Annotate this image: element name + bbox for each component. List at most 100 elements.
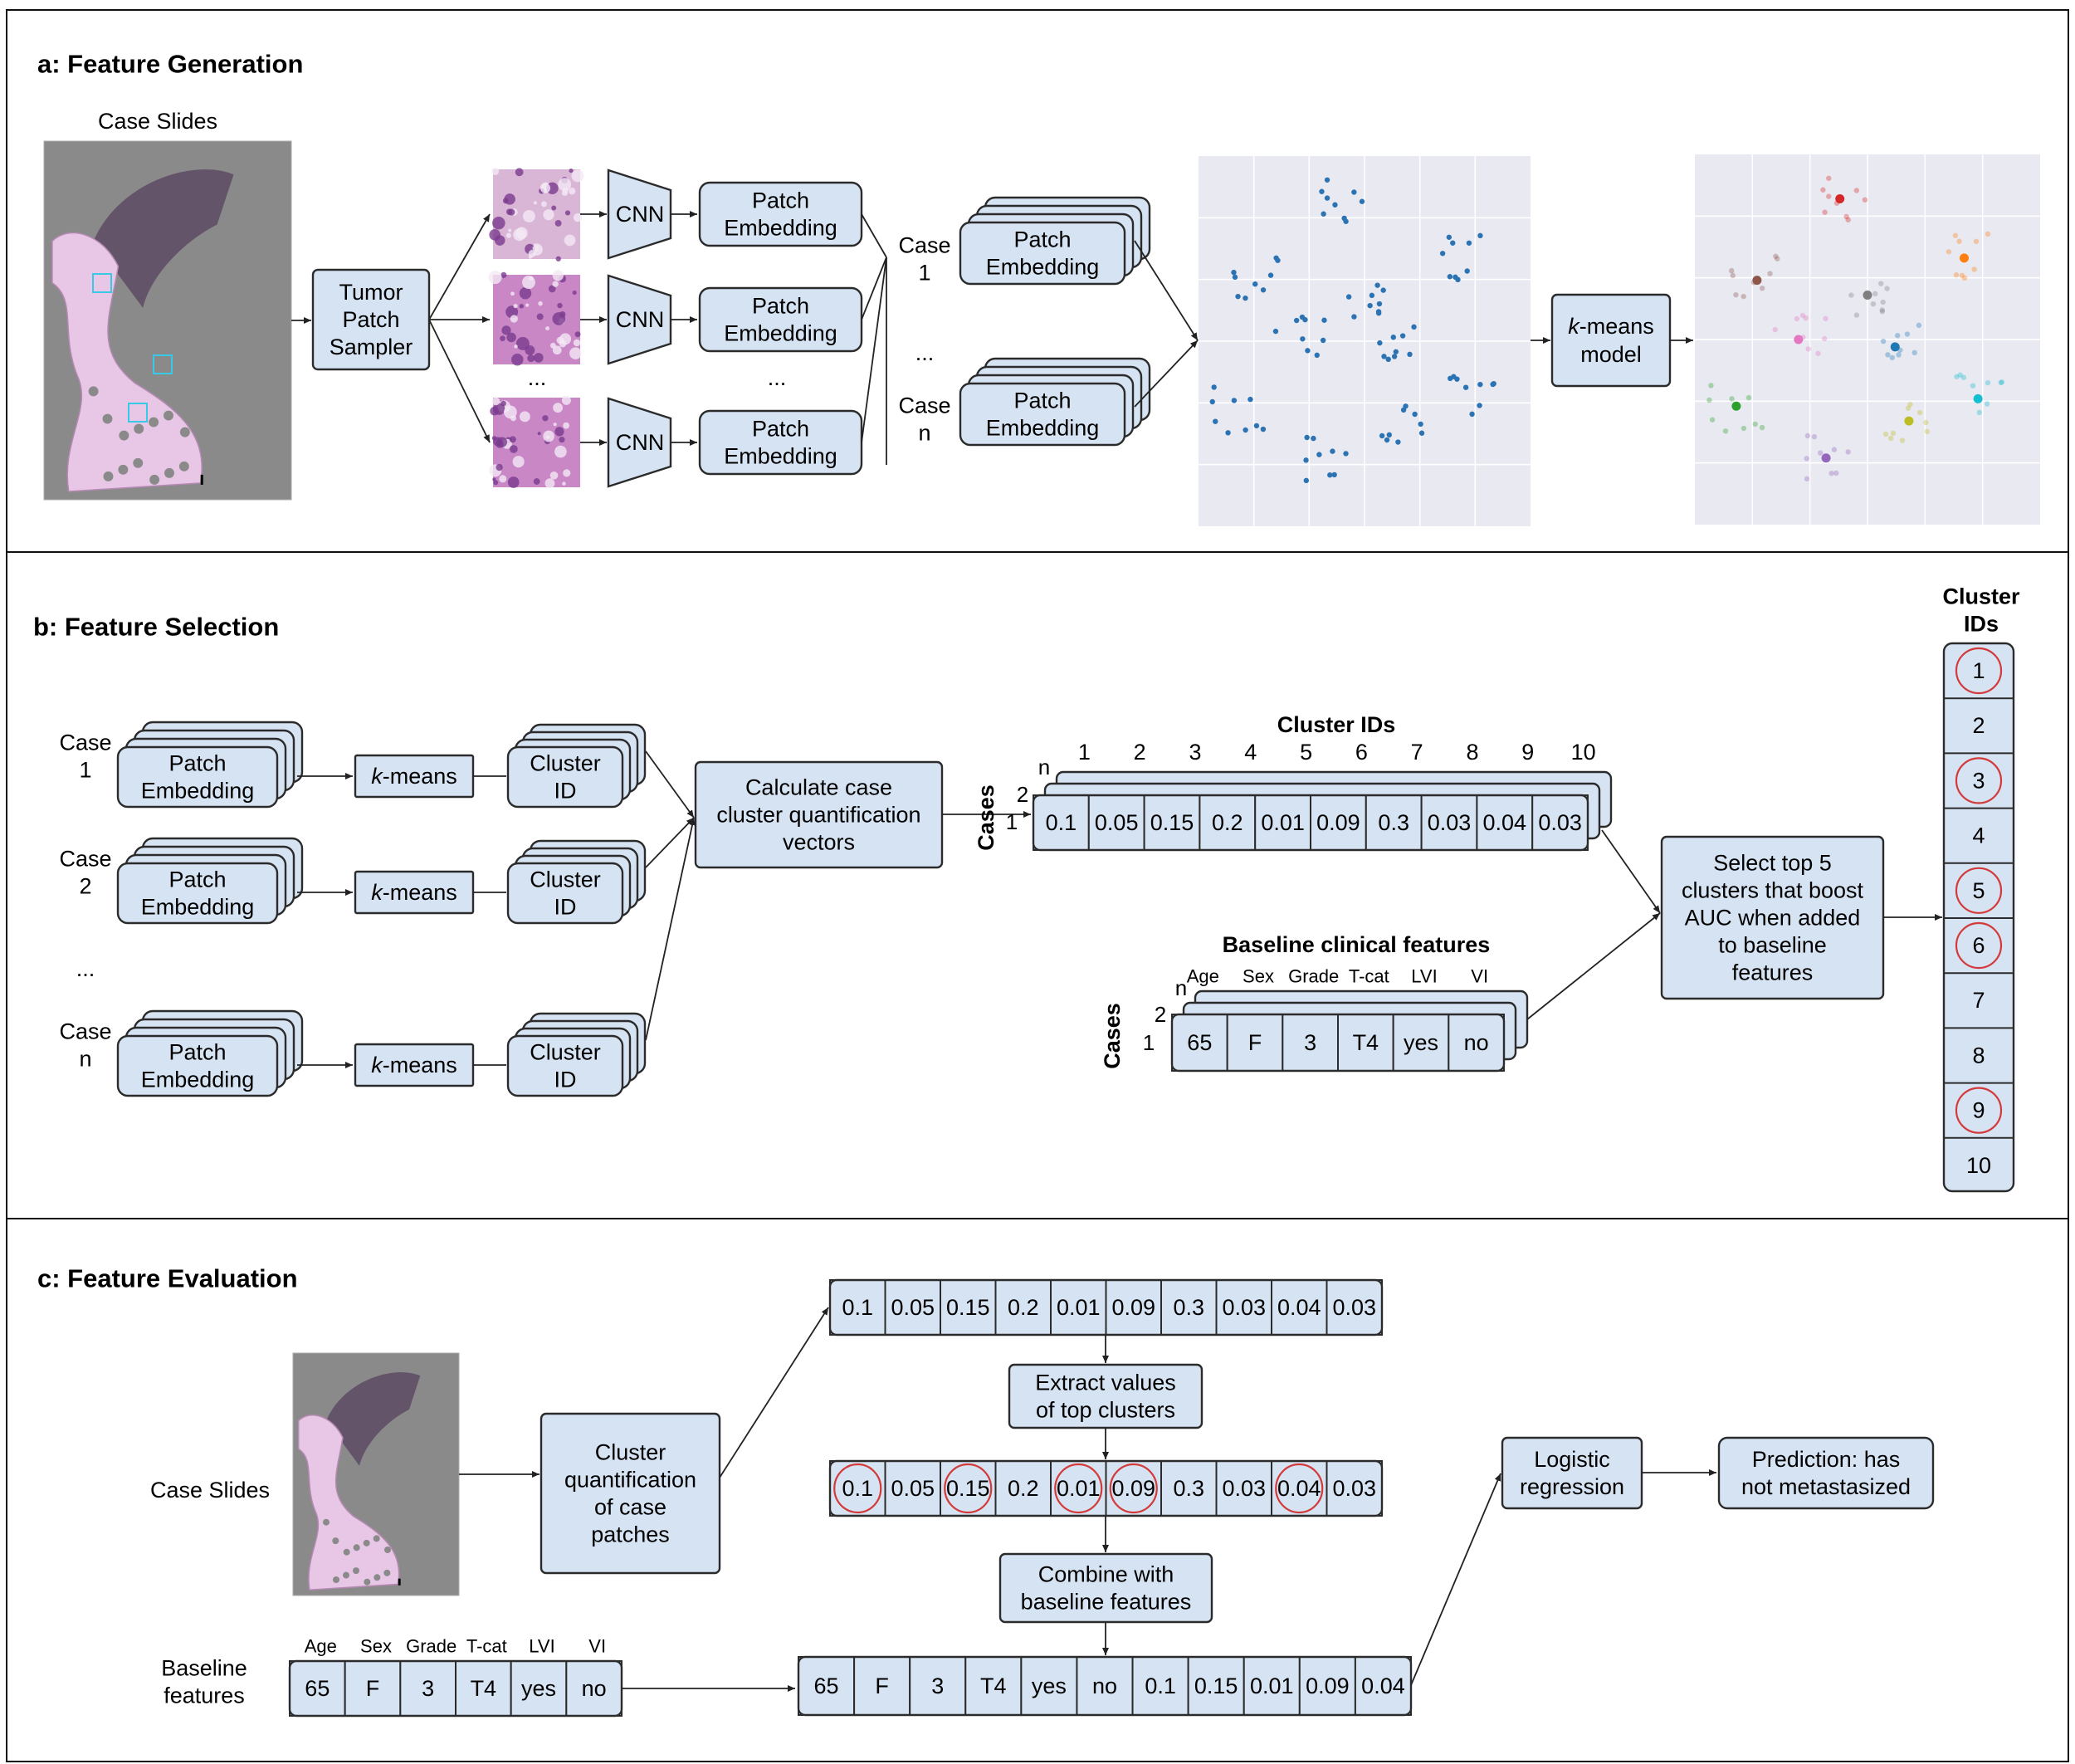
scatter-point xyxy=(1319,188,1325,194)
scatter-point xyxy=(1820,187,1826,193)
cluster-id-2: 2 xyxy=(1972,713,1985,738)
patch-texture xyxy=(543,209,554,221)
combined-vector-c-frame xyxy=(797,1655,1413,1717)
calculate-vectors-box-label: cluster quantification xyxy=(716,803,920,828)
b-embedding-stack-card xyxy=(116,745,279,809)
tumor-patch-sampler-box-label: Sampler xyxy=(330,335,413,359)
b-embedding-stack-label: Embedding xyxy=(141,1068,255,1092)
cluster-id-stack-label: ID xyxy=(554,1068,577,1092)
scatter-point xyxy=(1324,177,1330,183)
scatter-point xyxy=(1247,396,1253,403)
patch-texture xyxy=(505,232,511,238)
sampler-to-patch-arrow xyxy=(428,319,491,443)
scatter-point xyxy=(1952,232,1959,238)
cluster-id-4: 4 xyxy=(1972,823,1985,848)
tissue-gap xyxy=(353,1567,359,1575)
cluster-to-calc-arrow xyxy=(645,817,695,868)
cluster-quantification-box-label: patches xyxy=(591,1522,670,1547)
tissue-gap xyxy=(88,386,99,397)
cluster-centroid xyxy=(1904,416,1914,426)
scatter-point xyxy=(1380,287,1386,293)
patch-texture xyxy=(552,281,559,287)
kmeans-model-label: k-means xyxy=(1568,314,1654,339)
scatter-point xyxy=(1376,301,1383,307)
cluster-id-10: 10 xyxy=(1966,1153,1991,1178)
cluster-centroid xyxy=(1959,253,1969,263)
scatter-point xyxy=(1359,198,1365,204)
selected-vector-c-value: 0.04 xyxy=(1277,1476,1321,1501)
scatter-point xyxy=(1302,316,1308,323)
patch-ellipsis: ... xyxy=(528,365,547,390)
scatter-point xyxy=(1741,293,1746,300)
selected-vector-c-value: 0.15 xyxy=(946,1476,990,1501)
cluster-number-header: 10 xyxy=(1571,740,1596,765)
scatter-point xyxy=(1381,354,1387,359)
scatter-point xyxy=(1759,286,1765,291)
selected-cluster-circle xyxy=(1955,921,2003,970)
quant-vector-b-value: 0.01 xyxy=(1261,810,1305,835)
cluster-number-header: 1 xyxy=(1078,740,1091,765)
scatter-point xyxy=(1960,374,1967,380)
scatter-point xyxy=(1843,213,1849,220)
tissue-gap xyxy=(332,1537,339,1545)
scatter-point xyxy=(1343,451,1349,457)
patch-texture xyxy=(510,291,515,296)
quant-vector-b-cell xyxy=(1143,794,1201,851)
patch-texture xyxy=(573,339,581,347)
patch-texture xyxy=(573,213,583,222)
scatter-point xyxy=(1213,418,1218,424)
quant-vector-c-value: 0.03 xyxy=(1332,1295,1376,1320)
histology-patch-3 xyxy=(489,395,580,489)
patch-texture xyxy=(491,397,500,406)
scatter-point xyxy=(1330,448,1335,454)
cluster-centroid xyxy=(1731,401,1741,411)
embedding-ellipsis: ... xyxy=(768,365,787,390)
scatter-point xyxy=(1976,409,1982,416)
patch-texture xyxy=(510,315,518,323)
scatter-point xyxy=(1985,231,1991,237)
case-1-embedding-stack-label: Embedding xyxy=(986,255,1100,280)
combined-vector-c-value: 0.01 xyxy=(1250,1674,1294,1698)
scatter-point xyxy=(1879,307,1885,313)
tissue-gap xyxy=(383,1569,391,1576)
cluster-id-7: 7 xyxy=(1972,988,1985,1013)
patch-texture xyxy=(489,229,501,241)
scatter-point xyxy=(1447,274,1453,280)
case-1-embedding-stack-label: Patch xyxy=(1013,227,1071,252)
quant-vector-c-value: 0.09 xyxy=(1111,1295,1155,1320)
tissue-gap xyxy=(149,417,159,428)
scatter-point xyxy=(1817,450,1824,456)
prediction-box-label: not metastasized xyxy=(1741,1474,1911,1499)
tissue-gap xyxy=(179,427,190,437)
tissue-gap xyxy=(194,420,205,431)
patch-texture xyxy=(568,188,576,195)
combine-baseline-box-label: Combine with xyxy=(1038,1562,1174,1587)
scatter-point xyxy=(1959,272,1965,279)
scatter-point xyxy=(1452,274,1458,281)
scatter-point xyxy=(1999,379,2005,385)
cluster-centroid xyxy=(1821,453,1831,463)
baseline-header: VI xyxy=(1471,966,1488,987)
tissue xyxy=(297,1414,400,1591)
tumor-patch-sampler-box-label: Tumor xyxy=(339,280,403,305)
tissue-gap xyxy=(384,1546,391,1553)
patch-texture xyxy=(496,463,503,472)
patch-texture xyxy=(563,422,570,429)
scatter-point xyxy=(1418,421,1423,428)
patch-embedding-box-label: Embedding xyxy=(724,444,837,469)
select-top-clusters-box-label: features xyxy=(1732,960,1814,985)
selected-vector-c-value: 0.09 xyxy=(1111,1476,1155,1501)
patch-texture xyxy=(528,250,536,257)
scatter-point xyxy=(1316,452,1322,457)
baseline-header: Age xyxy=(1187,966,1219,987)
clustered-scatter-plot xyxy=(1695,154,2040,525)
scatter-point xyxy=(1243,427,1248,433)
patch-texture xyxy=(519,411,530,423)
patch-texture xyxy=(515,336,530,350)
patch-texture xyxy=(569,169,574,173)
cluster-id-3: 3 xyxy=(1972,768,1985,793)
baseline-header-c: Age xyxy=(305,1636,337,1657)
combined-vector-c-value: T4 xyxy=(980,1674,1007,1698)
patch-texture xyxy=(529,276,534,281)
scatter-point xyxy=(1477,381,1483,388)
